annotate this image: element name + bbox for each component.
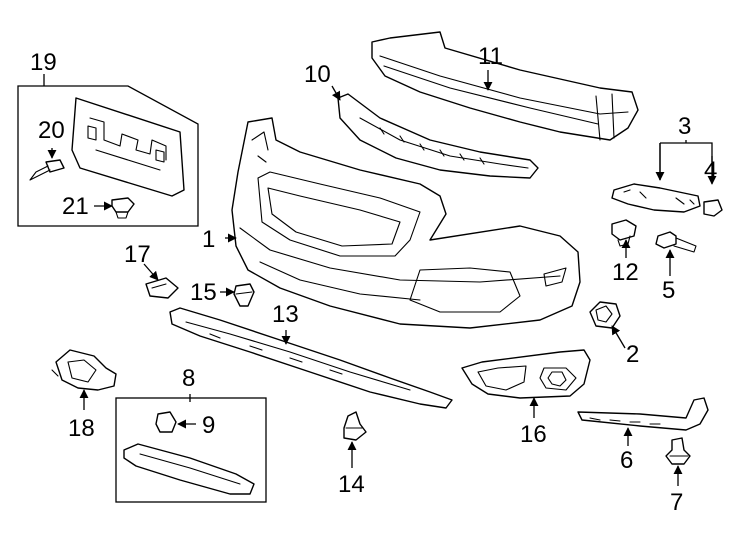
callout-17: 17: [124, 241, 151, 268]
callout-16: 16: [520, 421, 547, 448]
clip-part-4: [703, 199, 723, 217]
callout-19: 19: [30, 49, 57, 76]
bolt-part-7: [665, 437, 691, 465]
callout-2: 2: [626, 341, 639, 368]
license-bracket-group-19: [17, 85, 199, 227]
callout-11: 11: [478, 43, 503, 70]
retainer-part-14: [343, 411, 367, 441]
leader-lines: [43, 70, 683, 486]
bracket-part-3: [611, 183, 701, 213]
callout-7: 7: [670, 489, 683, 516]
retainer-part-15: [233, 283, 255, 307]
callout-4: 4: [704, 157, 717, 184]
callout-6: 6: [620, 447, 633, 474]
callout-15: 15: [190, 279, 217, 306]
callout-1: 1: [202, 226, 215, 253]
lower-shield-group-8: [115, 397, 267, 503]
module-part-18: [51, 349, 117, 391]
callout-14: 14: [338, 471, 365, 498]
callout-12: 12: [612, 259, 639, 286]
callout-5: 5: [662, 277, 675, 304]
impact-bar-part-11: [371, 31, 639, 141]
sensor-part-2: [589, 301, 621, 329]
molding-part-6: [577, 397, 709, 431]
bolt-part-5: [655, 231, 697, 253]
air-deflector-part-13: [169, 307, 453, 409]
callout-3: 3: [678, 113, 691, 140]
callout-10: 10: [304, 61, 331, 88]
callout-8: 8: [182, 365, 195, 392]
bumper-cover-part-1: [231, 117, 581, 329]
callout-20: 20: [38, 117, 65, 144]
callout-13: 13: [272, 301, 299, 328]
retainer-part-9: [155, 411, 177, 433]
callout-9: 9: [202, 412, 215, 439]
fastener-part-12: [611, 219, 637, 247]
fog-bezel-part-16: [461, 349, 591, 399]
bolt-part-21: [111, 197, 135, 219]
clip-part-17: [145, 277, 179, 299]
callout-18: 18: [68, 415, 95, 442]
push-pin-part-20: [29, 159, 65, 181]
absorber-part-10: [337, 93, 539, 179]
callout-21: 21: [62, 193, 89, 220]
